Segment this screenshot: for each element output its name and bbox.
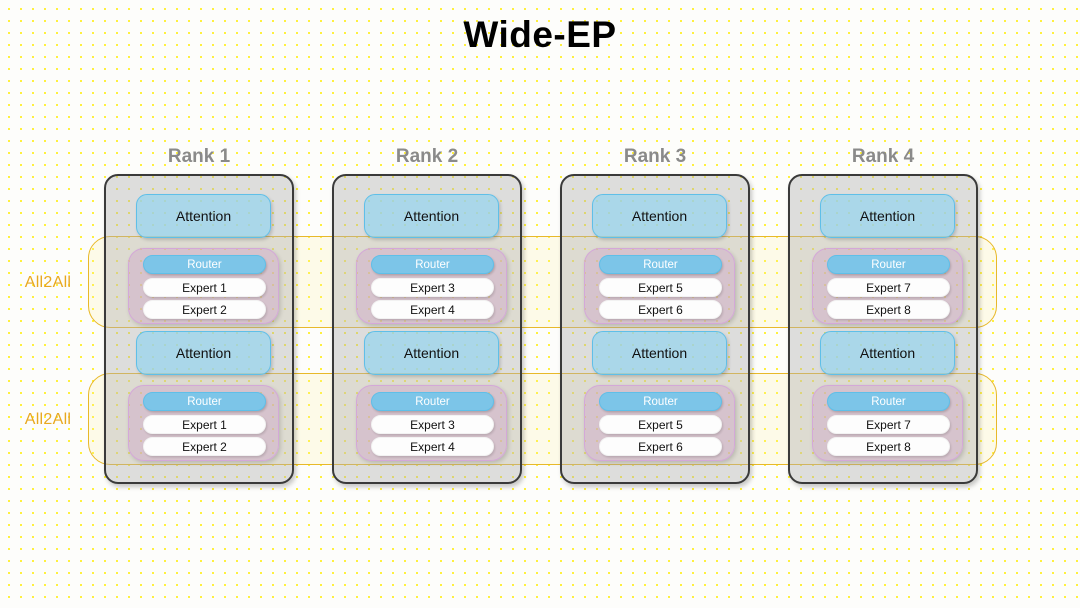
expert-block: Expert 4 xyxy=(371,300,494,319)
rank-container: Attention Router Expert 7 Expert 8 Atten… xyxy=(788,174,978,484)
moe-block: Router Expert 3 Expert 4 xyxy=(356,248,507,324)
rank-container: Attention Router Expert 3 Expert 4 Atten… xyxy=(332,174,522,484)
expert-block: Expert 4 xyxy=(371,437,494,456)
rank-container: Attention Router Expert 1 Expert 2 Atten… xyxy=(104,174,294,484)
attention-block: Attention xyxy=(136,331,271,375)
router-block: Router xyxy=(143,255,266,274)
router-block: Router xyxy=(143,392,266,411)
expert-block: Expert 6 xyxy=(599,437,722,456)
expert-block: Expert 2 xyxy=(143,437,266,456)
page-title: Wide-EP xyxy=(463,14,617,55)
moe-block: Router Expert 1 Expert 2 xyxy=(128,385,279,461)
router-block: Router xyxy=(371,255,494,274)
all2all-label-layer-1: All2All xyxy=(24,274,72,291)
rank-title: Rank 4 xyxy=(851,146,915,167)
expert-block: Expert 8 xyxy=(827,300,950,319)
rank-title: Rank 1 xyxy=(167,146,231,167)
attention-block: Attention xyxy=(820,331,955,375)
router-block: Router xyxy=(599,255,722,274)
moe-block: Router Expert 1 Expert 2 xyxy=(128,248,279,324)
moe-block: Router Expert 3 Expert 4 xyxy=(356,385,507,461)
all2all-label-layer-2: All2All xyxy=(24,411,72,428)
router-block: Router xyxy=(371,392,494,411)
expert-block: Expert 1 xyxy=(143,278,266,297)
router-block: Router xyxy=(827,392,950,411)
expert-block: Expert 8 xyxy=(827,437,950,456)
expert-block: Expert 3 xyxy=(371,278,494,297)
router-block: Router xyxy=(827,255,950,274)
expert-block: Expert 6 xyxy=(599,300,722,319)
expert-block: Expert 1 xyxy=(143,415,266,434)
moe-block: Router Expert 5 Expert 6 xyxy=(584,248,735,324)
attention-block: Attention xyxy=(820,194,955,238)
expert-block: Expert 5 xyxy=(599,415,722,434)
rank-title: Rank 3 xyxy=(623,146,687,167)
moe-block: Router Expert 7 Expert 8 xyxy=(812,385,963,461)
attention-block: Attention xyxy=(592,194,727,238)
expert-block: Expert 7 xyxy=(827,415,950,434)
expert-block: Expert 5 xyxy=(599,278,722,297)
attention-block: Attention xyxy=(592,331,727,375)
moe-block: Router Expert 7 Expert 8 xyxy=(812,248,963,324)
rank-container: Attention Router Expert 5 Expert 6 Atten… xyxy=(560,174,750,484)
attention-block: Attention xyxy=(364,194,499,238)
expert-block: Expert 2 xyxy=(143,300,266,319)
router-block: Router xyxy=(599,392,722,411)
expert-block: Expert 7 xyxy=(827,278,950,297)
rank-title: Rank 2 xyxy=(395,146,459,167)
attention-block: Attention xyxy=(364,331,499,375)
attention-block: Attention xyxy=(136,194,271,238)
moe-block: Router Expert 5 Expert 6 xyxy=(584,385,735,461)
expert-block: Expert 3 xyxy=(371,415,494,434)
